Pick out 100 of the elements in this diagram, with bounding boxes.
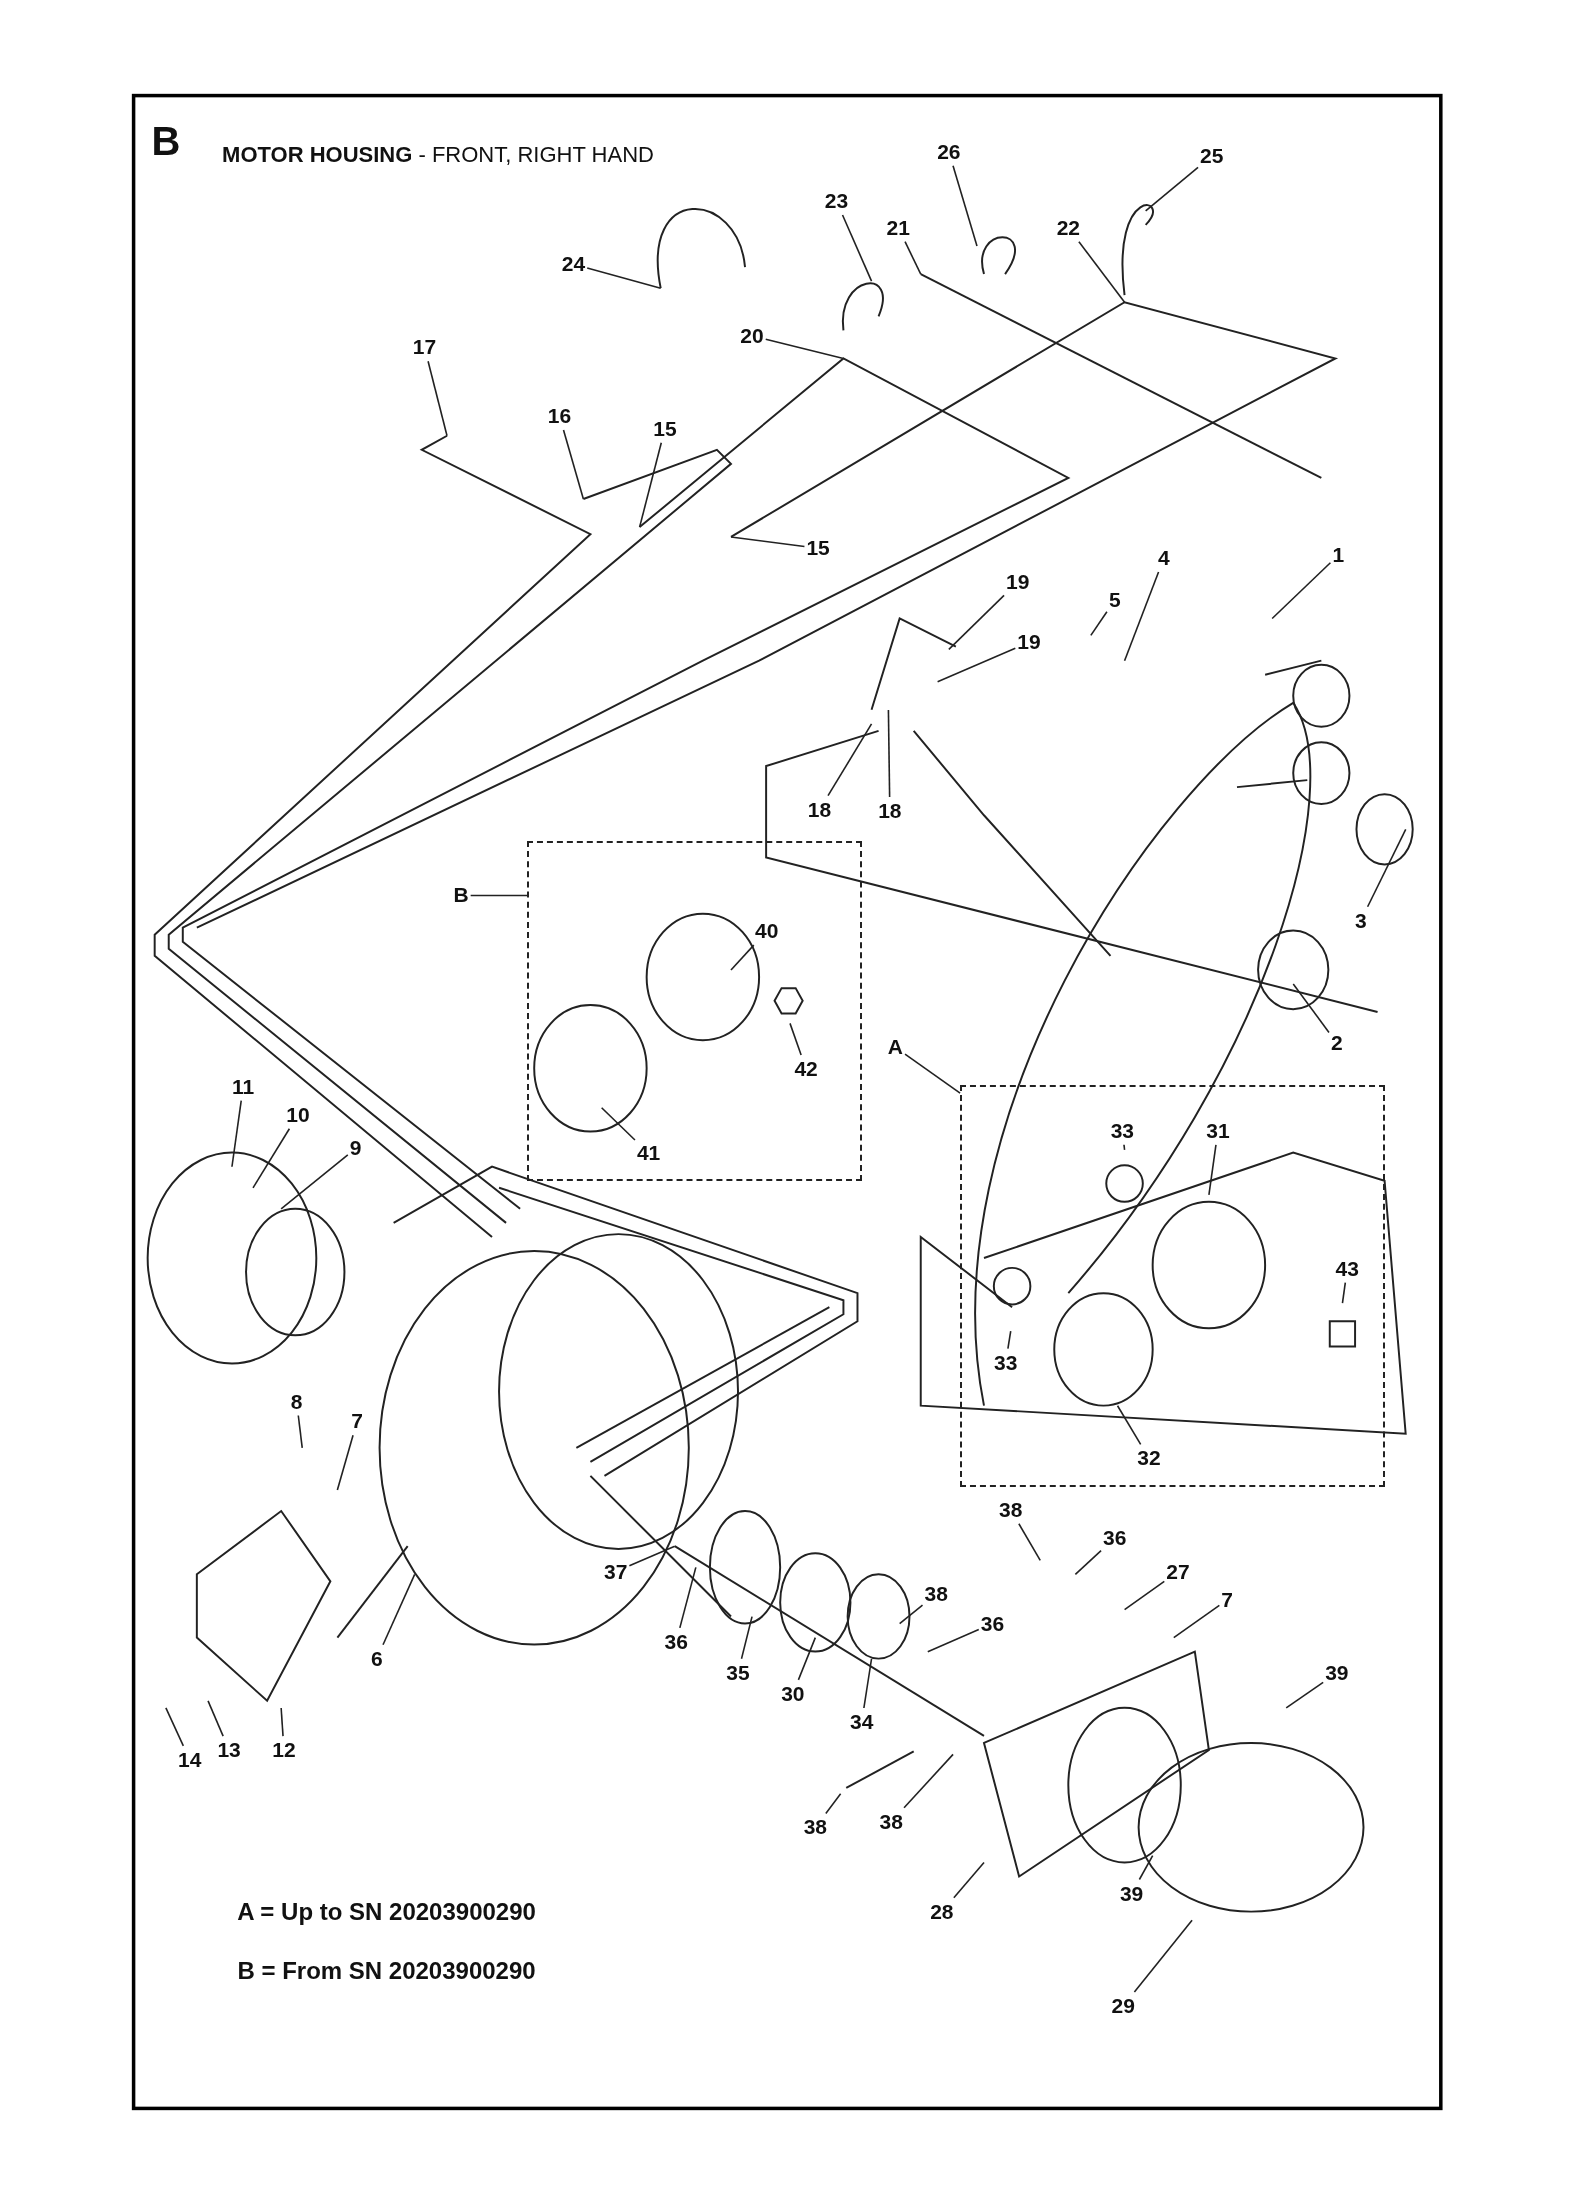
leader-line — [165, 1707, 185, 1747]
callout-number: 28 — [930, 1899, 954, 1924]
leader-line — [1123, 571, 1160, 662]
leader-line — [953, 1861, 985, 1899]
callout-number: 1 — [1332, 543, 1345, 568]
callout-number: 38 — [999, 1497, 1023, 1522]
callout-number: 3 — [1354, 908, 1367, 933]
leader-line — [586, 267, 662, 289]
callout-number: 20 — [740, 323, 764, 348]
leader-line — [1271, 561, 1332, 620]
callout-number: 4 — [1158, 546, 1170, 571]
leader-line — [898, 1604, 924, 1625]
leader-line — [280, 1154, 349, 1210]
leader-line — [730, 944, 755, 971]
callout-number: 7 — [351, 1409, 363, 1434]
callout-number: 8 — [290, 1389, 303, 1414]
leader-line — [1090, 610, 1108, 637]
leader-line — [469, 894, 528, 897]
leader-line — [1018, 1522, 1042, 1562]
callout-number: 17 — [412, 335, 437, 360]
callout-number: 6 — [370, 1646, 383, 1671]
leader-line — [679, 1566, 697, 1629]
callout-number: 35 — [726, 1660, 750, 1685]
callout-number: 15 — [653, 416, 677, 441]
leader-line — [841, 214, 873, 282]
callout-number: 15 — [806, 536, 830, 561]
leader-line — [336, 1434, 354, 1491]
callout-number: 19 — [1017, 630, 1041, 655]
callout-number: 16 — [547, 404, 572, 429]
leader-line — [903, 1753, 954, 1809]
leader-line — [382, 1573, 416, 1646]
leader-line — [1138, 1854, 1154, 1881]
callout-number: 13 — [217, 1738, 241, 1763]
leader-line — [863, 1657, 873, 1709]
leader-line — [1341, 1281, 1347, 1304]
callout-number: 27 — [1166, 1559, 1190, 1584]
callout-number: 38 — [879, 1809, 903, 1834]
leader-line — [638, 441, 663, 528]
callout-number: 18 — [807, 797, 832, 822]
callout-number: 38 — [803, 1815, 827, 1840]
callout-number: 30 — [781, 1681, 805, 1706]
leader-line — [825, 1792, 842, 1815]
leader-line — [231, 1099, 242, 1168]
leader-line — [797, 1636, 817, 1681]
callout-number: 36 — [980, 1611, 1005, 1636]
leader-line — [1366, 828, 1407, 908]
group-letter: B — [453, 883, 469, 908]
callout-number: 32 — [1137, 1446, 1161, 1471]
leader-line — [948, 594, 1005, 651]
callout-number: 42 — [794, 1056, 818, 1081]
leader-line — [1173, 1604, 1221, 1639]
callout-number: 36 — [1103, 1525, 1127, 1550]
callout-number: 12 — [272, 1738, 296, 1763]
leader-line — [600, 1106, 636, 1141]
leader-line — [1285, 1681, 1324, 1709]
callout-number: 25 — [1200, 144, 1224, 169]
leader-line — [764, 338, 845, 360]
callout-number: 40 — [755, 919, 779, 944]
callout-number: 43 — [1335, 1256, 1359, 1281]
callout-number: 9 — [349, 1136, 362, 1161]
callout-number: 11 — [232, 1074, 255, 1099]
leader-line — [427, 360, 448, 437]
leader-line — [952, 165, 978, 247]
note: B = From SN 20203900290 — [237, 1956, 536, 1985]
callout-number: 37 — [604, 1559, 628, 1584]
leader-line — [1123, 1143, 1126, 1151]
title: MOTOR HOUSING - FRONT, RIGHT HAND — [222, 141, 654, 168]
callout-number: 19 — [1006, 569, 1030, 594]
leader-line — [730, 536, 806, 548]
leader-line — [1078, 240, 1126, 304]
callout-number: 39 — [1325, 1660, 1349, 1685]
callout-number: 33 — [994, 1350, 1018, 1375]
leader-line — [280, 1707, 284, 1737]
section-letter: B — [151, 118, 181, 164]
leader-line — [789, 1022, 802, 1056]
callout-number: 31 — [1206, 1118, 1230, 1143]
leader-line — [1208, 1143, 1217, 1196]
dashed-group-frame — [960, 1085, 1385, 1488]
callout-number: 23 — [824, 189, 849, 213]
callout-number: 34 — [850, 1710, 874, 1734]
callout-number: 2 — [1331, 1031, 1343, 1056]
callout-number: 7 — [1221, 1587, 1234, 1612]
leader-line — [827, 723, 873, 797]
callout-number: 5 — [1108, 588, 1121, 613]
callout-number: 24 — [561, 252, 586, 277]
group-letter: A — [887, 1035, 903, 1060]
callout-number: 14 — [178, 1747, 202, 1772]
callout-number: 18 — [878, 799, 902, 824]
note: A = Up to SN 20203900290 — [237, 1897, 536, 1926]
leader-line — [1292, 983, 1330, 1034]
callout-number: 26 — [937, 139, 961, 164]
callout-number: 39 — [1119, 1881, 1144, 1906]
leader-line — [740, 1615, 753, 1660]
leader-line — [887, 709, 891, 798]
leader-line — [1123, 1580, 1166, 1611]
leader-line — [252, 1127, 291, 1189]
leader-line — [904, 240, 922, 275]
dashed-group-frame — [527, 840, 862, 1181]
callout-number: 21 — [886, 215, 910, 240]
callout-number: 10 — [286, 1102, 310, 1127]
